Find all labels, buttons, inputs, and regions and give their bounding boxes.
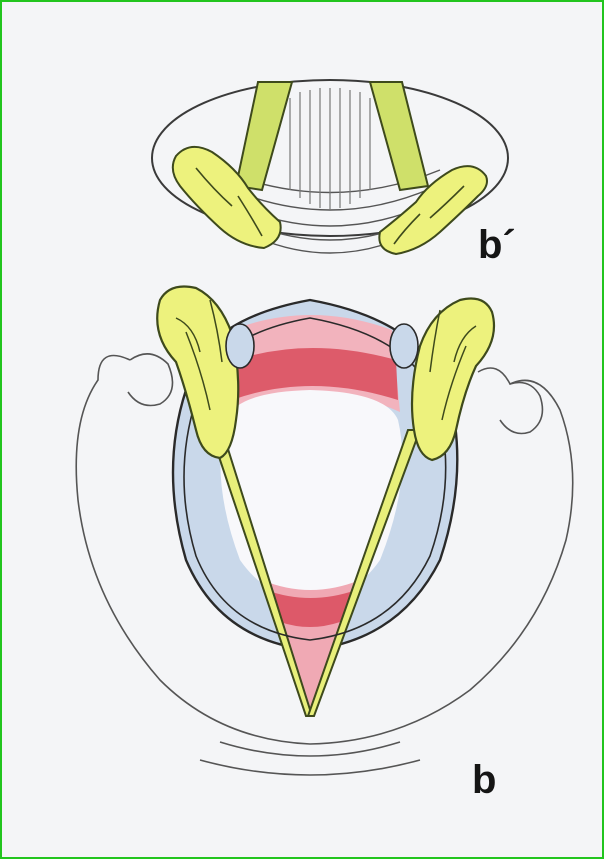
label-b: b (472, 760, 496, 800)
left-vocal-fold (236, 82, 292, 190)
left-arytenoid-front (157, 287, 238, 459)
front-view-diagram (76, 287, 573, 776)
right-lobe-outline (500, 383, 542, 434)
right-vocal-fold (370, 82, 428, 190)
label-b-prime: b´ (478, 225, 516, 265)
top-view-diagram (152, 80, 508, 254)
left-lobe-outline (128, 354, 173, 406)
